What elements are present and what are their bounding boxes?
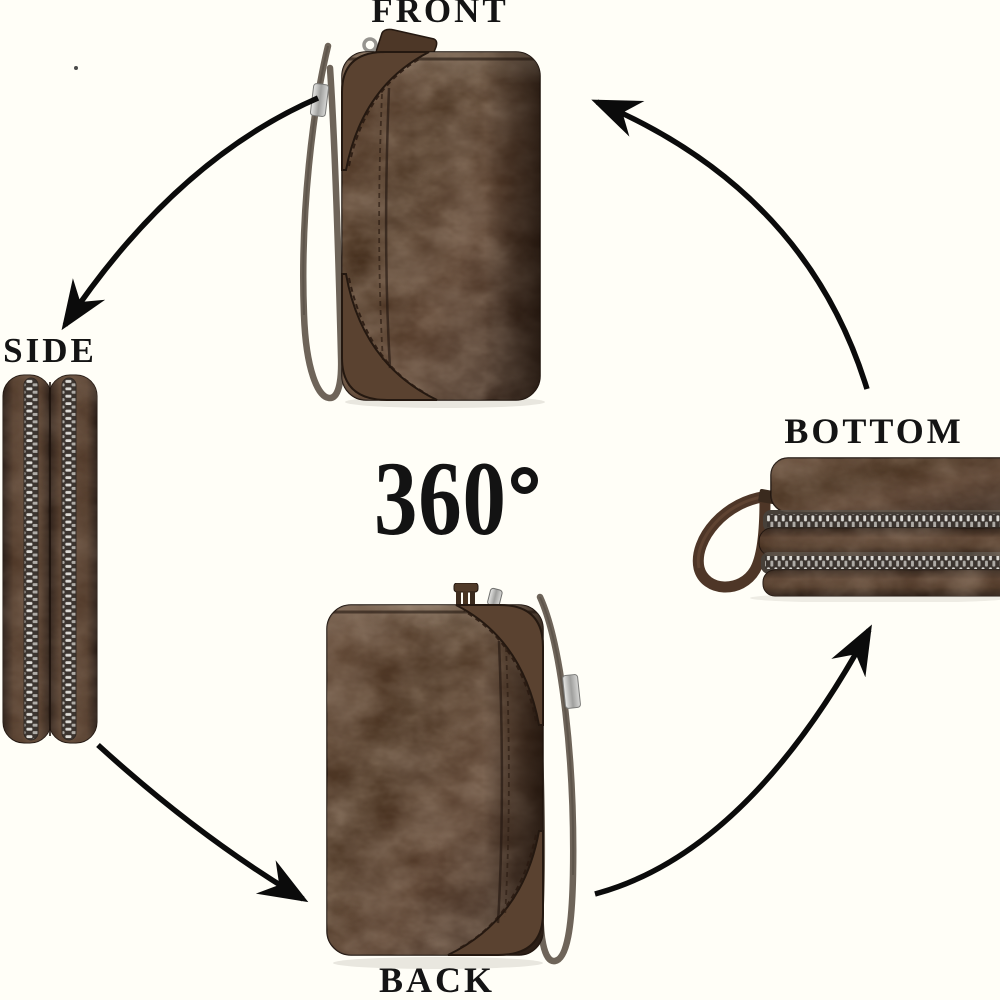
side-view-label: SIDE (3, 331, 97, 370)
back-view-label: BACK (378, 960, 495, 1000)
side-view-photo (0, 372, 100, 746)
rotation-arrow-front-to-side (61, 95, 320, 331)
bottom-view-label: BOTTOM (784, 411, 964, 451)
zipper-bottom (765, 556, 1000, 569)
rotation-arrow-bottom-to-front (591, 99, 870, 390)
zipper-top (767, 514, 1000, 527)
corner-accent (455, 604, 544, 726)
strap-crimp (562, 674, 581, 709)
rotation-arrow-back-to-bottom (594, 624, 872, 897)
tassel (453, 582, 479, 616)
zipper-pull (373, 28, 438, 58)
dust-speck (74, 66, 78, 70)
front-view-photo (285, 28, 555, 410)
zipper-right (61, 377, 77, 741)
rotation-arrow-side-to-back (96, 742, 309, 903)
zipper-left (23, 377, 39, 741)
front-view-label: FRONT (371, 0, 509, 30)
corner-accent (447, 830, 544, 956)
corner-accent (341, 273, 438, 401)
zipper-ring-icon (362, 37, 378, 53)
rotation-degrees: 360 (374, 446, 536, 552)
corner-accent (341, 51, 430, 171)
back-view-photo (313, 582, 608, 975)
rotation-degrees-value: 360 (374, 440, 507, 557)
degree-symbol (511, 467, 538, 494)
bottom-view-photo (685, 450, 1000, 603)
